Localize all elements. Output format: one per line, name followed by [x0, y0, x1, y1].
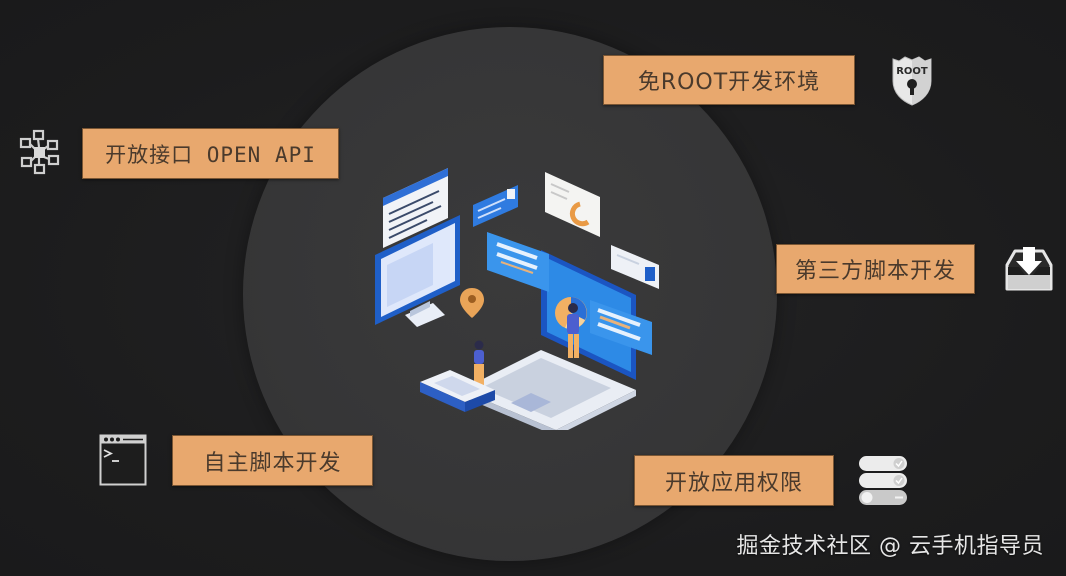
isometric-laptop-devices-illustration [375, 168, 659, 430]
feature-label-no-root: 免ROOT开发环境 [603, 55, 855, 105]
toggle-switches-icon [859, 456, 907, 505]
terminal-window-icon [99, 434, 147, 486]
feature-label-app-permissions: 开放应用权限 [634, 455, 834, 506]
network-nodes-icon [19, 129, 60, 175]
feature-label-own-script: 自主脚本开发 [172, 435, 373, 486]
root-shield-icon: ROOT [892, 56, 932, 106]
feature-label-third-party-script: 第三方脚本开发 [776, 244, 975, 294]
root-shield-text: ROOT [896, 66, 928, 77]
feature-label-open-api: 开放接口 OPEN API [82, 128, 339, 179]
download-tray-icon [1005, 247, 1053, 291]
watermark-text: 掘金技术社区 @ 云手机指导员 [736, 534, 1044, 559]
